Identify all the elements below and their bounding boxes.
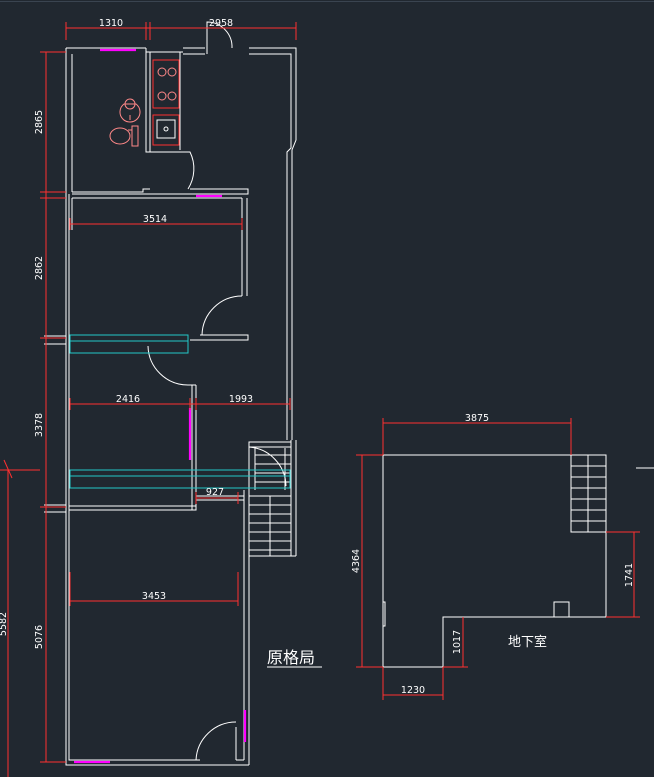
basement-walls (382, 454, 607, 668)
main-doors (147, 21, 287, 761)
dim-room1-height: 2865 (34, 110, 45, 134)
main-plan: 1310 2958 2865 2862 3378 5076 5582 3514 … (0, 18, 322, 777)
dim-basement-height: 4364 (351, 549, 362, 573)
main-dimension-lines (0, 22, 297, 777)
kitchen-fixtures (109, 59, 180, 147)
basement-plan: 3875 4364 1741 1017 1230 地下室 (351, 413, 654, 700)
basement-label: 地下室 (508, 634, 547, 650)
dim-room2-height: 2862 (34, 256, 45, 280)
dim-room4-width: 3453 (142, 591, 166, 602)
dim-room3-right-width: 1993 (229, 394, 253, 405)
dim-stair-gap-width: 927 (206, 487, 224, 498)
dim-total-lower-height: 5582 (0, 612, 9, 636)
dim-basement-width: 3875 (465, 413, 489, 424)
dim-room2-width: 3514 (143, 214, 167, 225)
dim-room4-height: 5076 (34, 625, 45, 649)
main-plan-title: 原格局 (267, 648, 315, 667)
dim-top-right-width: 2958 (209, 18, 233, 29)
main-beams (69, 334, 291, 489)
main-stairs (248, 441, 292, 557)
basement-stairs (570, 454, 607, 533)
dim-basement-right-offset: 1741 (624, 563, 635, 587)
main-plan-walls (44, 47, 297, 766)
dim-room3-height: 3378 (34, 413, 45, 437)
dim-top-left-width: 1310 (99, 18, 123, 29)
basement-dimension-lines (356, 418, 654, 700)
dim-room3-left-width: 2416 (116, 394, 140, 405)
dim-basement-notch-width: 1230 (401, 685, 425, 696)
dim-basement-notch-height: 1017 (452, 630, 463, 654)
main-windows (74, 48, 247, 764)
